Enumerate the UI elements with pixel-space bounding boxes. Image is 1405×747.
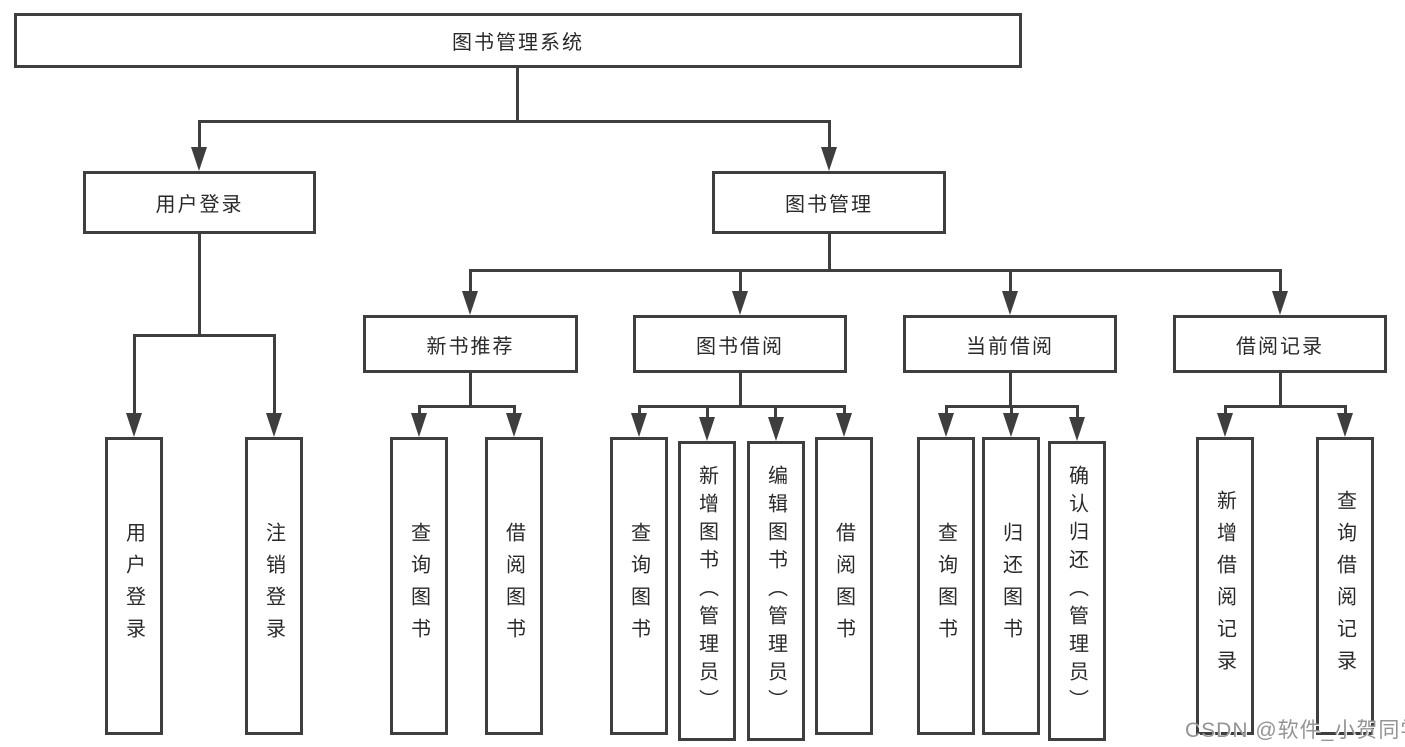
node-root: 图书管理系统 xyxy=(14,13,1022,68)
arrow-down-icon xyxy=(506,413,522,437)
watermark-text: CSDN @软件_小贺同学 xyxy=(1185,719,1405,742)
node-add-book-admin: 新增图书（管理员） xyxy=(678,441,736,741)
connector-drop xyxy=(1344,405,1347,415)
connector-login-stem xyxy=(198,232,201,336)
arrow-down-icon xyxy=(938,413,954,437)
connector-current-stem xyxy=(1009,372,1012,408)
connector-recommend-hline xyxy=(418,405,516,408)
node-borrow-records: 借阅记录 xyxy=(1173,315,1387,373)
arrow-down-icon xyxy=(1217,413,1233,437)
arrow-down-icon xyxy=(821,147,837,171)
node-new-book-recommend-label: 新书推荐 xyxy=(426,335,515,358)
node-logout-leaf-label: 注销登录 xyxy=(262,522,285,650)
connector-drop xyxy=(1076,405,1079,419)
connector-drop-current xyxy=(1009,269,1012,294)
connector-drop xyxy=(706,405,709,419)
node-query-books-current: 查询图书 xyxy=(917,437,975,735)
connector-root-stem xyxy=(516,66,519,122)
connector-drop xyxy=(774,405,777,419)
arrow-down-icon xyxy=(266,413,282,437)
connector-drop-logout-leaf xyxy=(273,334,276,414)
node-current-borrow: 当前借阅 xyxy=(903,315,1117,373)
arrow-down-icon xyxy=(768,417,784,441)
node-current-borrow-label: 当前借阅 xyxy=(966,335,1054,358)
node-book-management-label: 图书管理 xyxy=(785,194,873,216)
node-borrow-books-leaf-label: 借阅图书 xyxy=(832,522,855,650)
node-borrow-books-leaf: 借阅图书 xyxy=(815,437,873,735)
node-query-books-borrow-label: 查询图书 xyxy=(627,522,650,650)
connector-drop-user-login xyxy=(198,120,201,150)
arrow-down-icon xyxy=(1069,417,1085,441)
node-edit-book-admin: 编辑图书（管理员） xyxy=(747,441,805,741)
node-add-borrow-record-label: 新增借阅记录 xyxy=(1213,490,1236,682)
node-edit-book-admin-label: 编辑图书（管理员） xyxy=(764,465,787,717)
node-borrow-books-recommend: 借阅图书 xyxy=(485,437,543,735)
node-query-books-recommend: 查询图书 xyxy=(390,437,448,735)
node-query-borrow-record: 查询借阅记录 xyxy=(1316,437,1374,735)
connector-drop-borrow xyxy=(739,269,742,294)
connector-drop xyxy=(513,405,516,415)
node-new-book-recommend: 新书推荐 xyxy=(363,315,578,373)
connector-drop-records xyxy=(1279,269,1282,294)
node-add-borrow-record: 新增借阅记录 xyxy=(1196,437,1254,735)
arrow-down-icon xyxy=(699,417,715,441)
node-user-login-leaf: 用户登录 xyxy=(105,437,163,735)
arrow-down-icon xyxy=(462,291,478,315)
arrow-down-icon xyxy=(1272,291,1288,315)
connector-mgmt-stem xyxy=(828,231,831,272)
connector-drop-book-management xyxy=(828,120,831,150)
node-root-label: 图书管理系统 xyxy=(452,32,584,54)
node-book-borrow-label: 图书借阅 xyxy=(696,335,784,358)
node-borrow-books-recommend-label: 借阅图书 xyxy=(502,522,525,650)
connector-drop xyxy=(418,405,421,415)
node-confirm-return-admin-label: 确认归还（管理员） xyxy=(1065,465,1088,717)
node-add-book-admin-label: 新增图书（管理员） xyxy=(695,465,718,717)
node-book-borrow: 图书借阅 xyxy=(633,315,847,373)
arrow-down-icon xyxy=(631,413,647,437)
connector-borrow-hline xyxy=(638,405,846,408)
node-query-books-current-label: 查询图书 xyxy=(934,522,957,650)
arrow-down-icon xyxy=(411,413,427,437)
connector-drop-login-leaf xyxy=(133,334,136,414)
node-user-login-label: 用户登录 xyxy=(155,194,244,216)
connector-drop xyxy=(638,405,641,415)
connector-drop xyxy=(1010,405,1013,415)
arrow-down-icon xyxy=(1003,413,1019,437)
connector-drop-recommend xyxy=(469,269,472,294)
connector-mgmt-hline xyxy=(469,269,1281,272)
connector-recommend-stem xyxy=(469,372,472,408)
node-return-books: 归还图书 xyxy=(982,437,1040,735)
connector-drop xyxy=(1224,405,1227,415)
node-logout-leaf: 注销登录 xyxy=(245,437,303,735)
node-user-login-leaf-label: 用户登录 xyxy=(122,522,145,650)
connector-records-hline xyxy=(1224,405,1346,408)
node-borrow-records-label: 借阅记录 xyxy=(1236,335,1324,358)
node-confirm-return-admin: 确认归还（管理员） xyxy=(1048,441,1106,741)
node-return-books-label: 归还图书 xyxy=(999,522,1022,650)
arrow-down-icon xyxy=(1002,291,1018,315)
connector-records-stem xyxy=(1279,372,1282,408)
connector-login-hline xyxy=(133,334,275,337)
node-query-borrow-record-label: 查询借阅记录 xyxy=(1333,490,1356,682)
node-query-books-borrow: 查询图书 xyxy=(610,437,668,735)
connector-drop xyxy=(843,405,846,415)
arrow-down-icon xyxy=(191,147,207,171)
connector-root-hline xyxy=(198,120,831,123)
arrow-down-icon xyxy=(1337,413,1353,437)
node-book-management: 图书管理 xyxy=(712,171,946,234)
arrow-down-icon xyxy=(836,413,852,437)
node-user-login: 用户登录 xyxy=(83,171,316,234)
connector-borrow-stem xyxy=(739,372,742,408)
node-query-books-recommend-label: 查询图书 xyxy=(407,522,430,650)
arrow-down-icon xyxy=(126,413,142,437)
connector-drop xyxy=(945,405,948,415)
arrow-down-icon xyxy=(732,291,748,315)
